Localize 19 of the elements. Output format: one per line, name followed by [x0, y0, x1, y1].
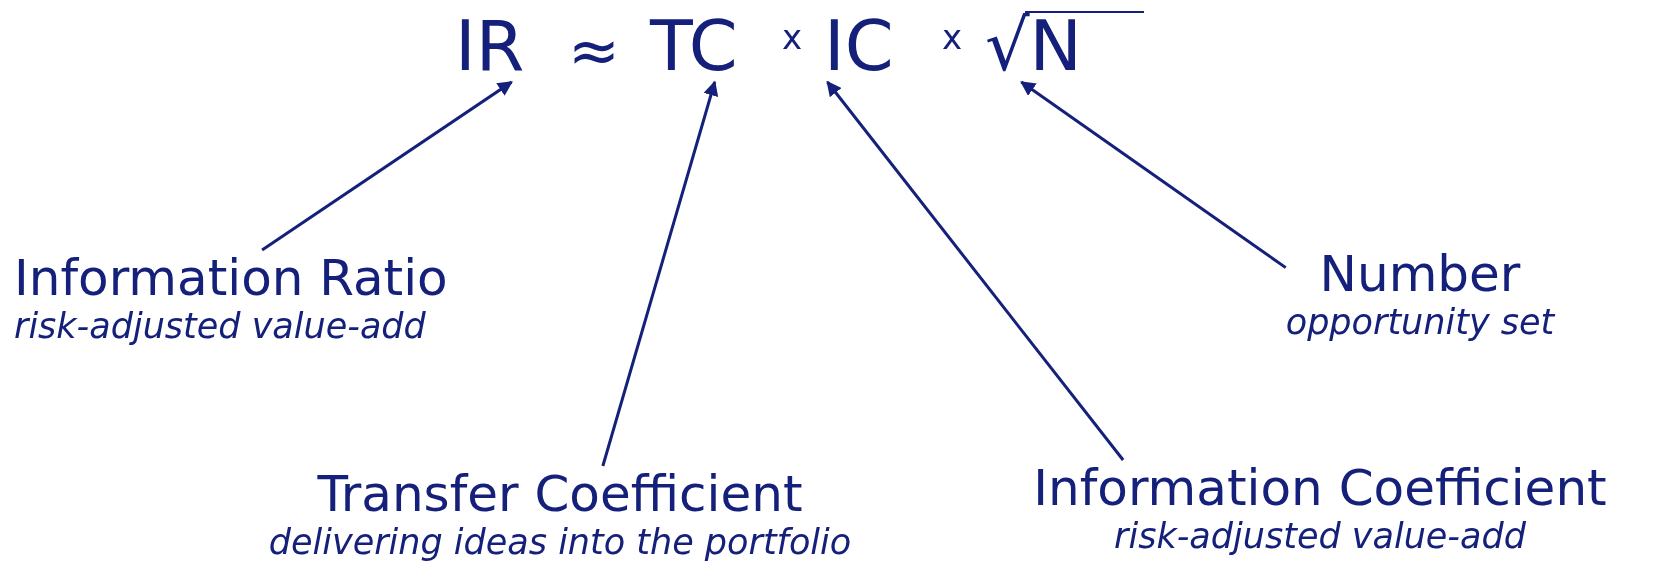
operator-symbol: x: [782, 20, 803, 54]
formula-term: IR: [455, 10, 525, 82]
term-description: delivering ideas into the portfolio: [268, 522, 852, 562]
leader-arrow: [261, 80, 513, 252]
term-name: Information Coefficient: [1033, 460, 1607, 516]
operator-symbol: x: [942, 20, 963, 54]
term-name: Information Ratio: [14, 250, 448, 306]
term-name: Number: [1319, 246, 1521, 302]
formula-term: IC: [824, 10, 894, 82]
leader-arrow: [1020, 80, 1287, 269]
leader-arrow: [601, 80, 719, 467]
term-name: Transfer Coefficient: [317, 466, 803, 522]
operator-symbol: ≈: [568, 20, 620, 82]
leader-arrow: [826, 80, 1125, 461]
term-description: risk-adjusted value-add: [1114, 516, 1526, 556]
formula-term: √N: [985, 10, 1082, 82]
term-description: risk-adjusted value-add: [14, 306, 426, 346]
term-description: opportunity set: [1285, 302, 1555, 342]
formula-term: TC: [650, 10, 738, 82]
